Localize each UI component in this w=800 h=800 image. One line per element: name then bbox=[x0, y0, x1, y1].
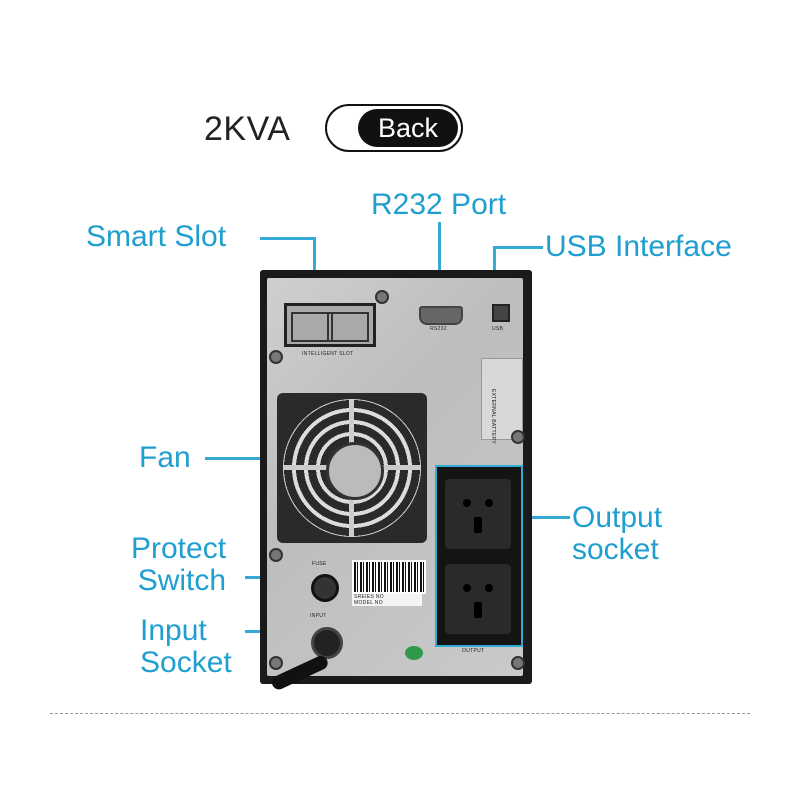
outlet-pin bbox=[463, 584, 471, 592]
label-output-socket: Output socket bbox=[572, 501, 663, 566]
outlet-pin bbox=[474, 602, 482, 618]
screw bbox=[269, 350, 283, 364]
screw bbox=[269, 656, 283, 670]
battery-plate: EXTERNAL BATTERY bbox=[481, 358, 523, 444]
back-toggle[interactable]: Back bbox=[325, 104, 463, 152]
usb-marking: USB bbox=[492, 326, 504, 332]
model-title: 2KVA bbox=[204, 110, 291, 148]
barcode-label bbox=[352, 560, 426, 594]
outlet-pin bbox=[474, 517, 482, 533]
fan bbox=[277, 393, 427, 543]
label-protect-switch: Protect Switch bbox=[131, 532, 227, 597]
screw bbox=[511, 656, 525, 670]
input-marking: INPUT bbox=[310, 613, 327, 619]
line-usb-h bbox=[493, 246, 543, 249]
screw bbox=[375, 290, 389, 304]
outlet-pin bbox=[485, 499, 493, 507]
model-no-marking: MODEL NO bbox=[354, 600, 383, 606]
output-marking: OUTPUT bbox=[462, 648, 485, 654]
intelligent-slot-marking: INTELLIGENT SLOT bbox=[302, 351, 354, 357]
line-output bbox=[515, 516, 570, 519]
label-usb-interface: USB Interface bbox=[545, 230, 732, 263]
rear-panel: INTELLIGENT SLOT RS232 USB EXTERNAL BATT… bbox=[267, 278, 525, 692]
fuse-marking: FUSE bbox=[312, 561, 327, 567]
dashed-divider bbox=[50, 713, 750, 714]
rs232-port bbox=[419, 306, 463, 325]
line-r232-v bbox=[438, 222, 441, 298]
label-smart-slot: Smart Slot bbox=[86, 220, 227, 253]
rs232-marking: RS232 bbox=[430, 326, 447, 332]
outlet-pin bbox=[463, 499, 471, 507]
ups-device: INTELLIGENT SLOT RS232 USB EXTERNAL BATT… bbox=[260, 270, 532, 692]
series-no-marking: SREIES NO bbox=[354, 594, 384, 600]
screw bbox=[269, 548, 283, 562]
ground-terminal bbox=[405, 646, 423, 660]
label-r232-port: R232 Port bbox=[371, 188, 507, 221]
back-toggle-knob[interactable]: Back bbox=[358, 109, 458, 147]
outlet-bottom bbox=[445, 564, 511, 634]
label-input-socket: Input Socket bbox=[140, 614, 232, 679]
outlet-top bbox=[445, 479, 511, 549]
serial-sticker: SREIES NO MODEL NO bbox=[352, 594, 422, 606]
external-battery-marking: EXTERNAL BATTERY bbox=[490, 389, 496, 444]
outlet-pin bbox=[485, 584, 493, 592]
line-fan bbox=[205, 457, 285, 460]
protect-switch bbox=[311, 574, 339, 602]
output-socket-box bbox=[435, 465, 523, 647]
usb-port bbox=[492, 304, 510, 322]
line-smart-slot-h bbox=[260, 237, 315, 240]
intelligent-slot bbox=[284, 303, 376, 347]
screw bbox=[511, 430, 525, 444]
fan-hub bbox=[326, 442, 384, 500]
input-socket bbox=[311, 627, 343, 659]
label-fan: Fan bbox=[139, 441, 191, 474]
